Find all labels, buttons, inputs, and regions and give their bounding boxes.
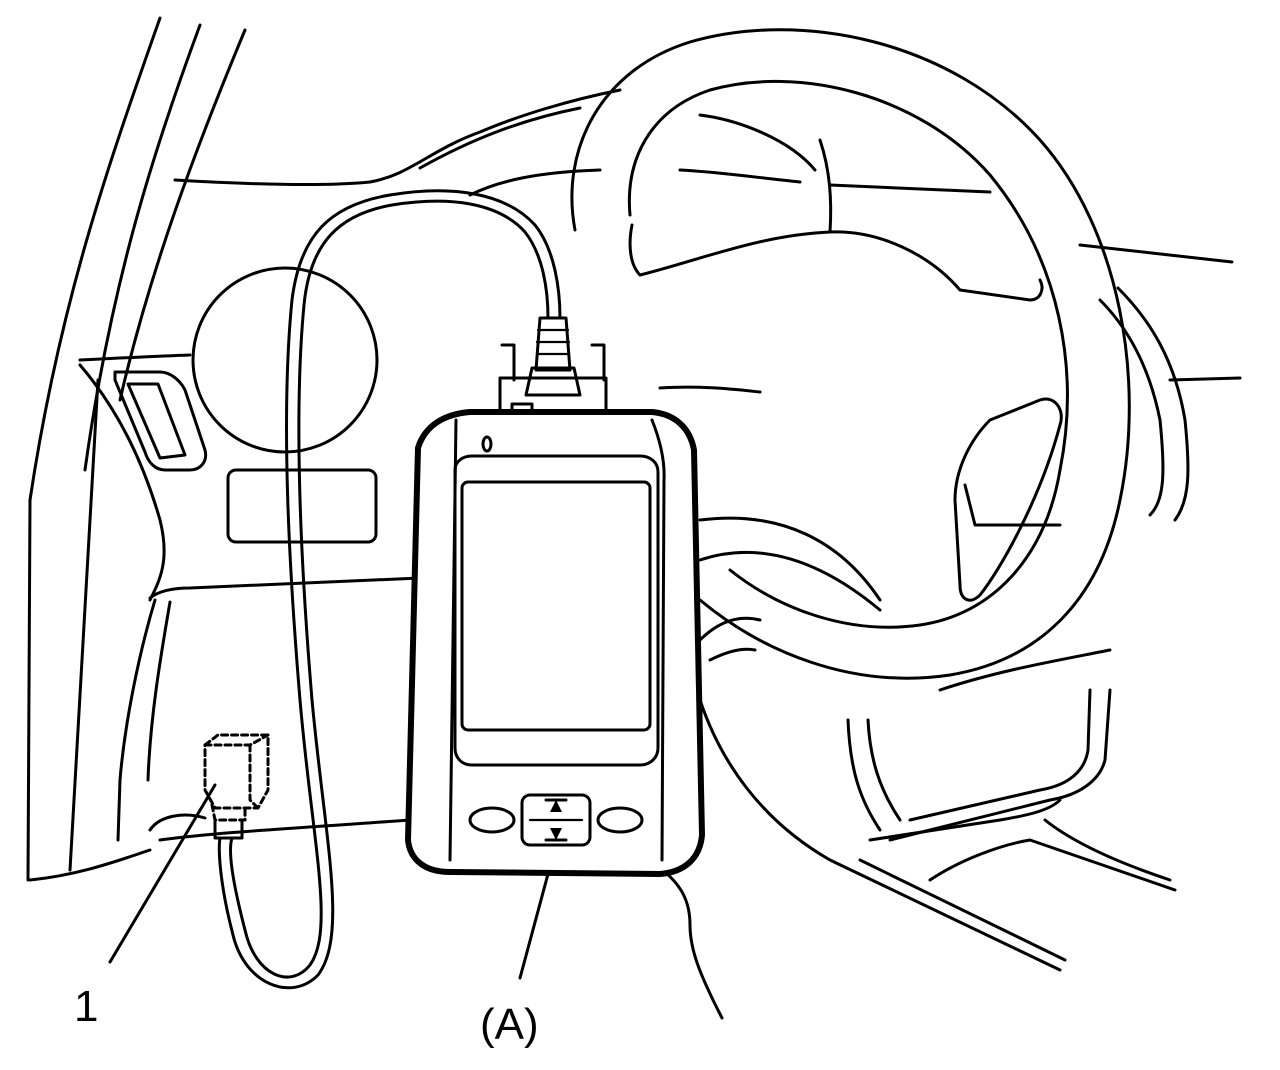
down-arrow-icon xyxy=(550,828,562,840)
dashboard-outline xyxy=(78,88,1242,602)
steering-wheel xyxy=(570,28,1131,680)
a-pillar xyxy=(26,16,247,882)
gauge-pod xyxy=(191,266,379,454)
lower-dash-panel xyxy=(116,576,422,842)
callout-a-leader xyxy=(518,872,550,980)
scan-tool xyxy=(405,409,705,877)
scan-tool-screen xyxy=(460,480,652,732)
left-button xyxy=(468,806,516,834)
right-button xyxy=(596,806,644,834)
hand-outline xyxy=(663,870,724,1020)
callout-1-leader xyxy=(108,783,217,964)
arrow-pad xyxy=(520,793,592,847)
diagnostic-cable xyxy=(217,189,562,990)
up-arrow-icon xyxy=(550,800,562,812)
data-link-connector xyxy=(203,733,270,840)
scan-tool-callout-label: (A) xyxy=(480,1000,539,1049)
connector-callout-label: 1 xyxy=(74,982,99,1031)
center-console xyxy=(698,616,1177,972)
scan-tool-connector xyxy=(498,316,608,414)
side-vent xyxy=(113,370,208,472)
